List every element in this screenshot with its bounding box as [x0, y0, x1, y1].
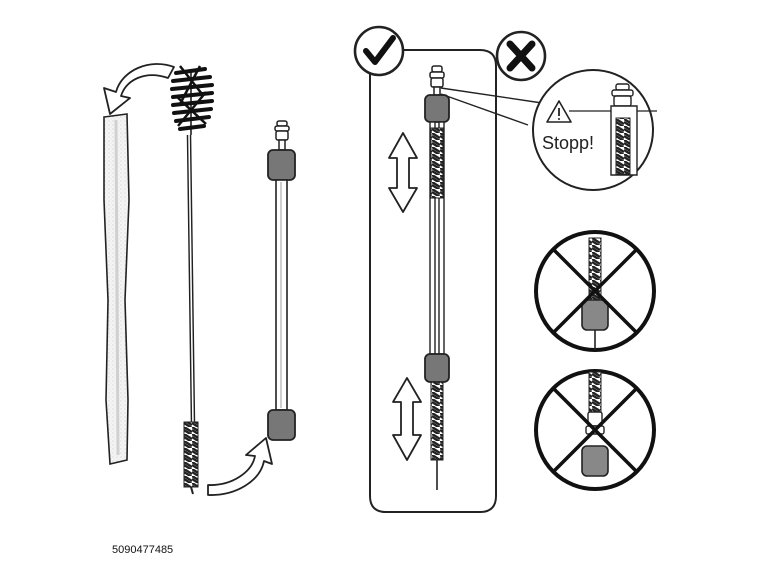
stop-callout-magnifier — [532, 69, 657, 191]
assembled-rod-and-brush — [424, 65, 450, 490]
checkmark-icon — [353, 25, 405, 77]
stop-warning-label: Stopp! — [542, 133, 595, 153]
up-down-arrow-icon — [388, 132, 418, 213]
x-icon — [495, 30, 547, 82]
up-down-arrow-icon — [392, 377, 422, 461]
document-code: 5090477485 — [112, 544, 174, 556]
prohibited-circle-icon — [534, 369, 656, 491]
prohibited-circle-icon — [534, 230, 656, 352]
tube — [103, 113, 130, 465]
insert-arrow-icon — [103, 63, 175, 115]
cleaning-brush — [170, 65, 214, 495]
rod — [267, 120, 296, 441]
attach-arrow-icon — [207, 437, 273, 496]
callout-leader — [440, 87, 543, 126]
